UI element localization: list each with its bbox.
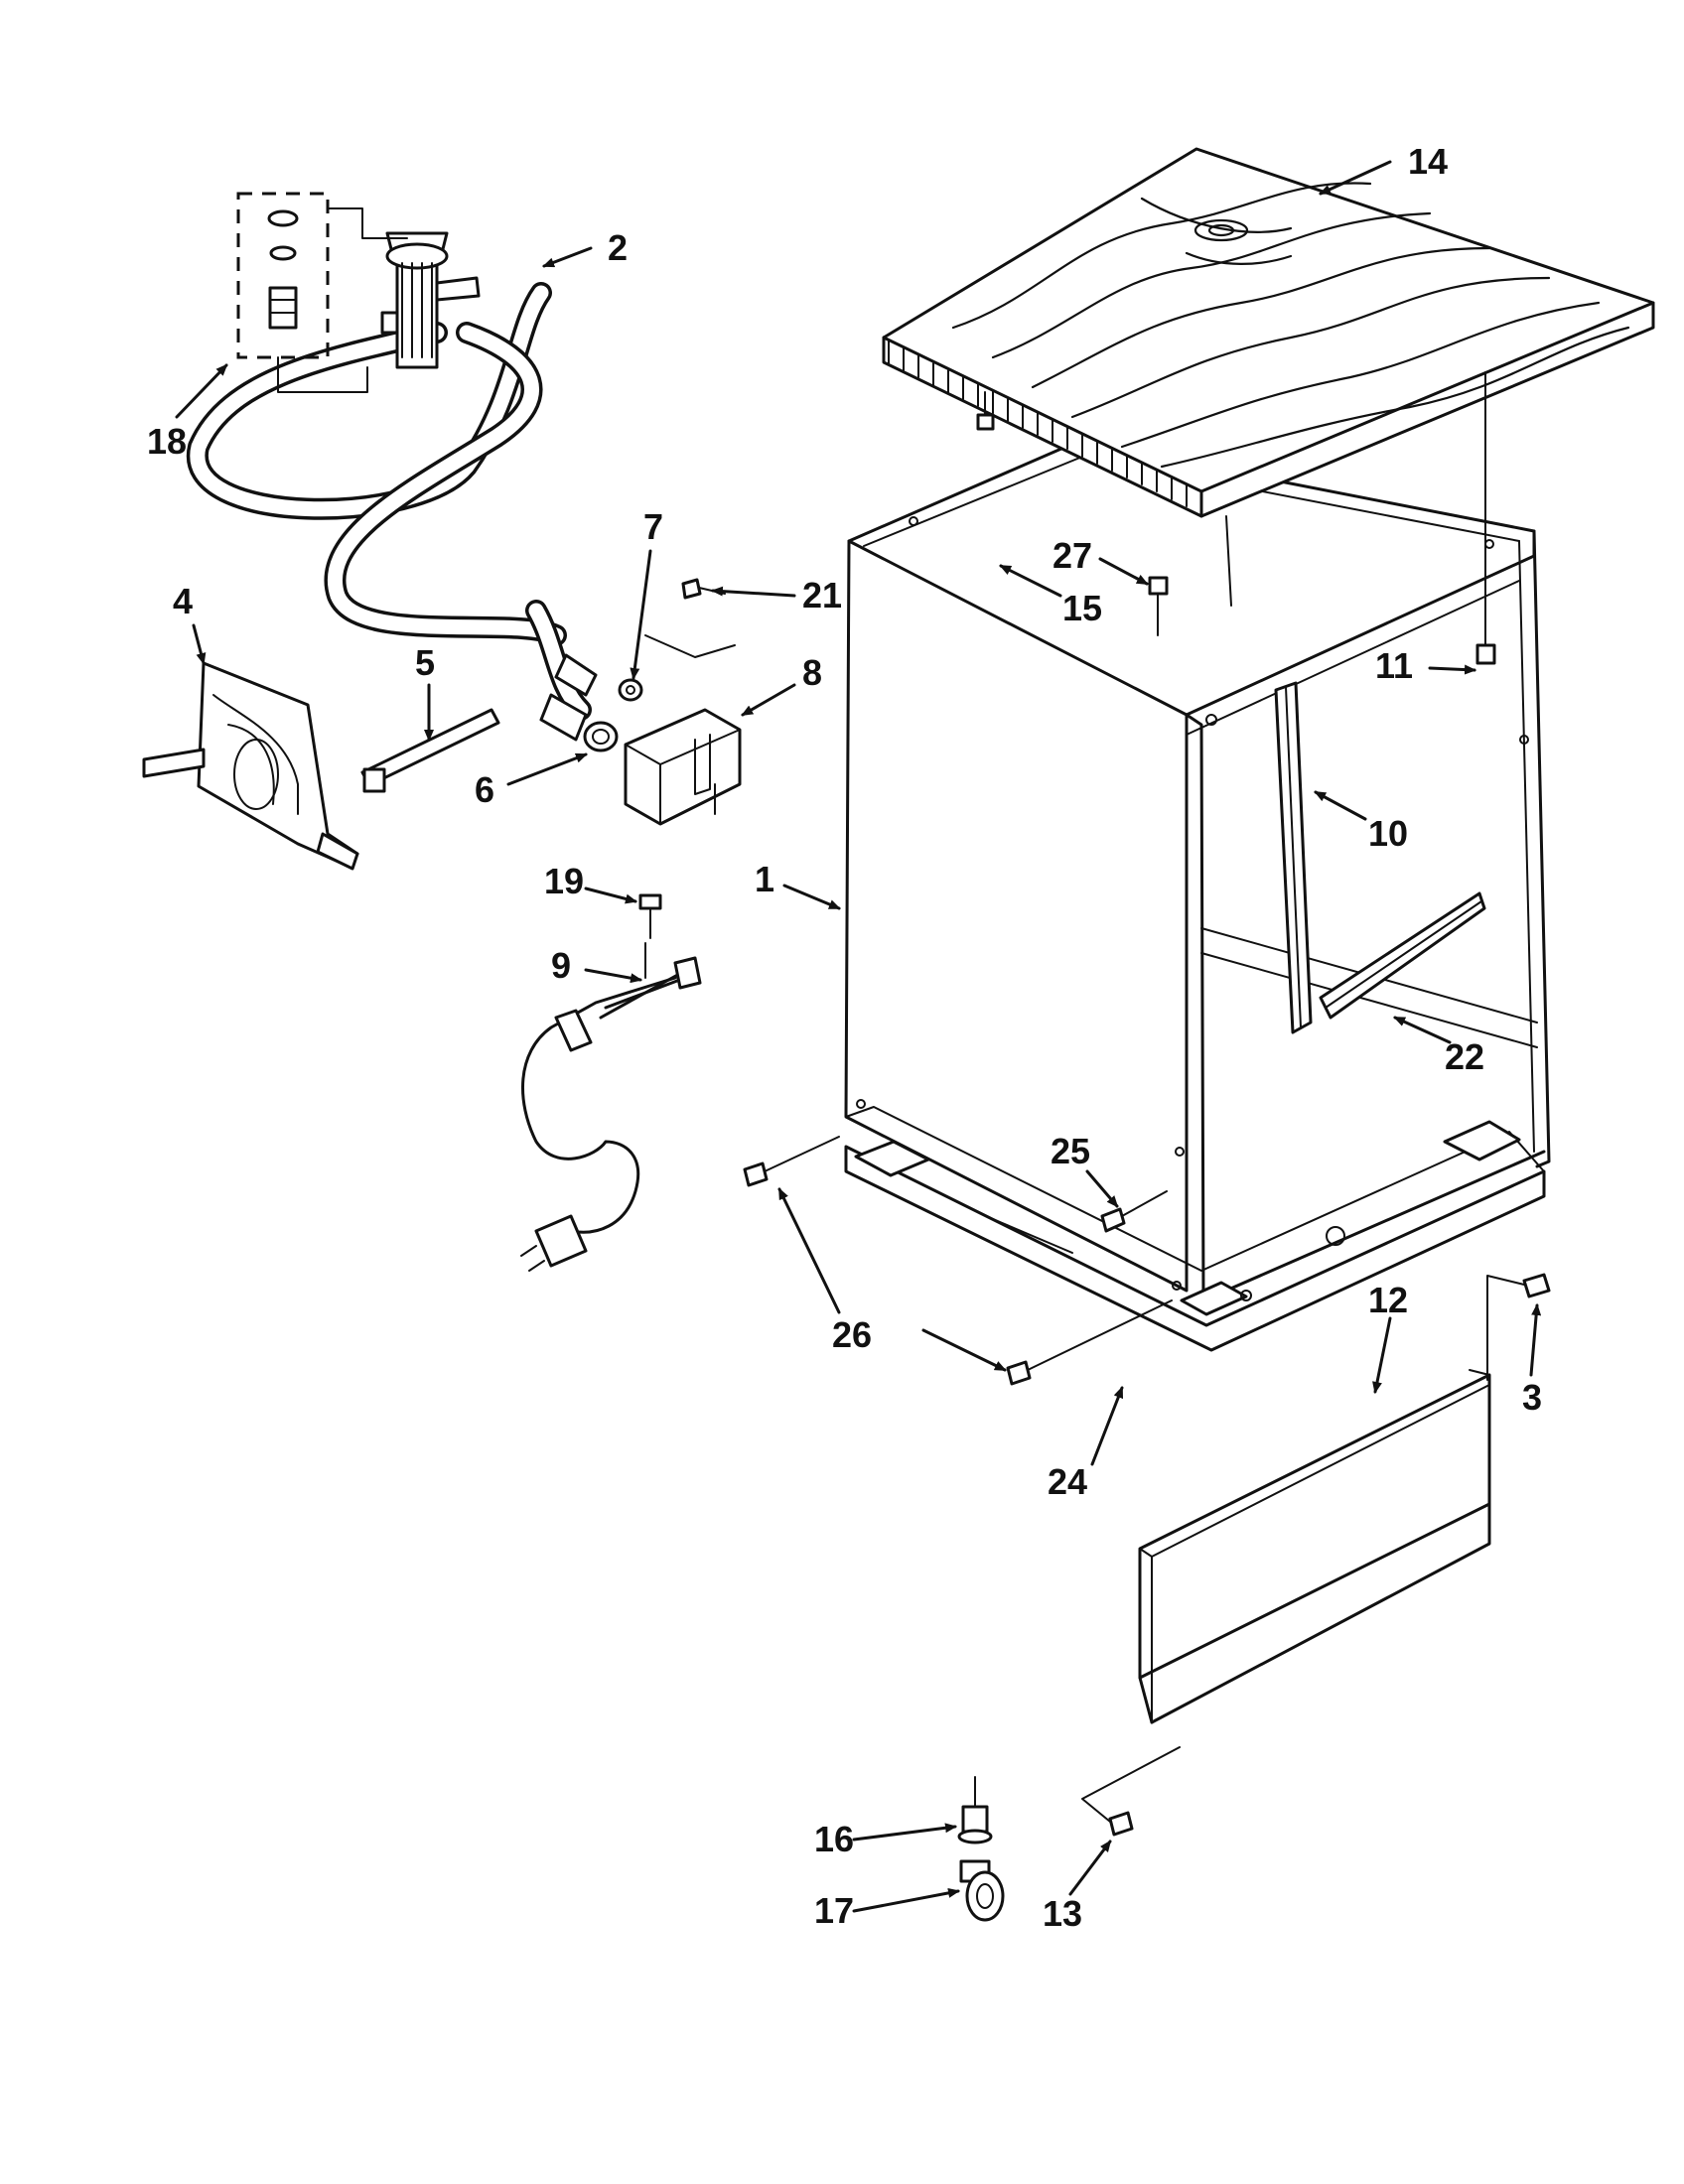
cabinet-frame — [844, 440, 1551, 1352]
callout-3: 3 — [1522, 1377, 1542, 1418]
callout-1: 1 — [755, 859, 774, 899]
callout-14: 14 — [1408, 141, 1448, 182]
callout-26: 26 — [832, 1314, 872, 1355]
cable-tie — [360, 708, 500, 793]
valve-parts-kit — [236, 192, 408, 393]
callout-19: 19 — [544, 861, 584, 901]
callout-6: 6 — [475, 769, 494, 810]
hose-clamp — [583, 721, 619, 752]
callout-13: 13 — [1043, 1893, 1082, 1934]
callout-5: 5 — [415, 642, 435, 683]
callout-9: 9 — [551, 945, 571, 986]
callout-16: 16 — [814, 1819, 854, 1859]
leader-lines — [175, 160, 1542, 1913]
callout-4: 4 — [173, 581, 193, 621]
callout-22: 22 — [1445, 1036, 1484, 1077]
corner-brace — [1274, 681, 1313, 1034]
callout-24: 24 — [1048, 1461, 1087, 1502]
callout-10: 10 — [1368, 813, 1408, 854]
washer — [618, 678, 643, 702]
terminal-box — [624, 634, 742, 826]
callout-7: 7 — [643, 506, 663, 547]
callout-2: 2 — [608, 227, 628, 268]
wood-top — [882, 147, 1655, 518]
callout-17: 17 — [814, 1890, 854, 1931]
callout-25: 25 — [1051, 1131, 1090, 1171]
callout-27: 27 — [1052, 535, 1092, 576]
rear-brace — [1319, 891, 1486, 1020]
callout-12: 12 — [1368, 1280, 1408, 1320]
callout-15: 15 — [1062, 588, 1102, 628]
callout-8: 8 — [802, 652, 822, 693]
callout-18: 18 — [147, 421, 187, 462]
toe-panel — [1138, 1369, 1491, 1724]
fasteners — [638, 371, 1551, 1922]
power-cord — [520, 942, 702, 1272]
callout-21: 21 — [802, 575, 842, 615]
callout-labels: 14 2 18 4 5 6 7 8 9 19 21 1 15 27 11 10 … — [147, 141, 1542, 1934]
callout-11: 11 — [1375, 645, 1413, 686]
hose-bracket — [142, 661, 359, 871]
inlet-valve-assembly — [186, 231, 598, 742]
